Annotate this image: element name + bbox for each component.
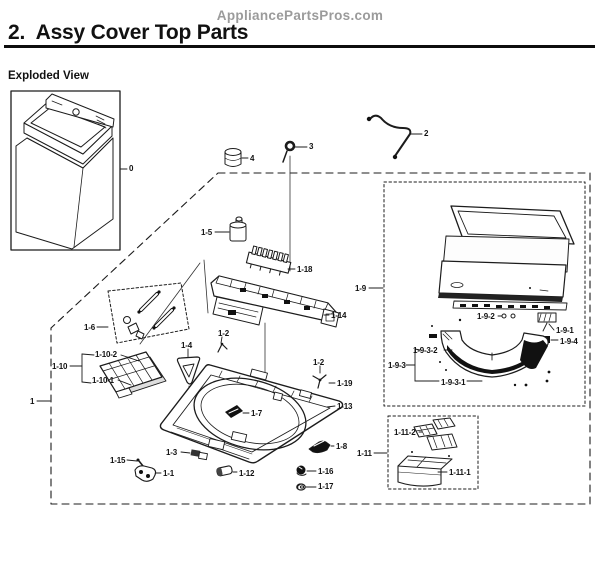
wire-harness-part-2 — [366, 114, 412, 160]
washer-knob-icon — [72, 108, 80, 116]
drawer-body-1-11-1 — [397, 455, 453, 487]
exploded-view-label: Exploded View — [8, 70, 89, 82]
washer-reference — [10, 90, 121, 251]
hinge-part-1-9-1 — [537, 312, 557, 323]
terminal-block-1-18 — [245, 245, 292, 276]
bolt-part-3 — [282, 140, 296, 163]
clip-part-1-8 — [308, 440, 331, 454]
lock-part-1-1 — [134, 465, 157, 482]
spring-kit-1-6 — [107, 282, 190, 344]
cap-part-4 — [224, 148, 242, 167]
assembly-boundary — [50, 172, 591, 505]
lid-handle-1-9-3 — [429, 318, 551, 387]
pin-part-1-12 — [216, 465, 233, 477]
page-title: 2. Assy Cover Top Parts — [8, 21, 249, 44]
top-cover-frame-1-13 — [159, 364, 344, 464]
bolt-1-16 — [296, 465, 307, 476]
tray-top — [432, 417, 456, 430]
control-bracket-1-14 — [210, 275, 340, 328]
screw-1-2b — [312, 374, 327, 389]
dispenser-tray-1-10 — [99, 351, 167, 399]
leader-lines — [36, 133, 559, 488]
lid-body — [438, 260, 567, 302]
damper-cylinder-1-5 — [229, 216, 247, 242]
title-rule — [4, 45, 595, 48]
lid-assembly-box-1-9 — [383, 181, 586, 407]
hinge-rail-1-9-2 — [452, 300, 568, 319]
switch-1-3 — [190, 449, 208, 461]
drawer-box-1-11 — [387, 415, 479, 490]
tray-mid — [426, 433, 458, 451]
tray-1-11-2 — [413, 423, 438, 438]
screw-1-15 — [136, 458, 144, 467]
screw-1-2a — [217, 342, 228, 353]
nut-1-17 — [296, 483, 306, 491]
corner-cap-1-4 — [176, 356, 201, 385]
lid-frame — [450, 205, 575, 245]
clip-1-7 — [225, 405, 243, 418]
watermark: AppliancePartsPros.com — [216, 8, 384, 23]
